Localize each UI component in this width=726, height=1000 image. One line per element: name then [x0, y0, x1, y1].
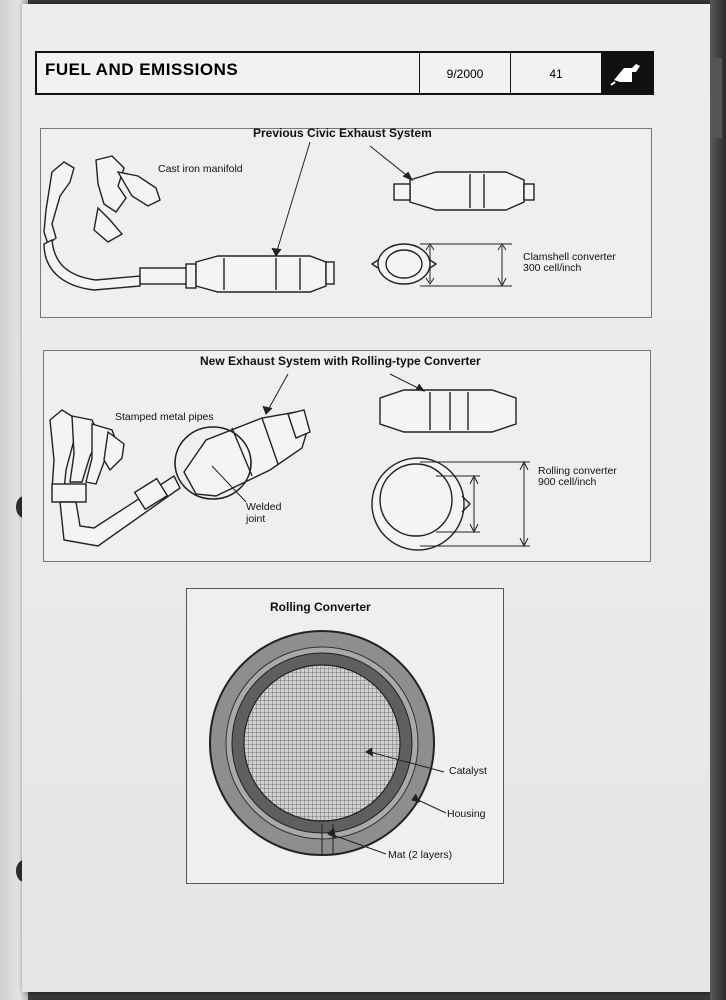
- rolling-label-line2: 900 cell/inch: [538, 476, 597, 488]
- new-exhaust-panel: [43, 350, 651, 562]
- section-title: FUEL AND EMISSIONS: [37, 53, 420, 93]
- rolling-label-line1: Rolling converter: [538, 465, 617, 477]
- welded-joint-label-line2: joint: [246, 513, 266, 525]
- page-header: FUEL AND EMISSIONS 9/2000 41: [35, 51, 654, 95]
- manifold-label: Cast iron manifold: [158, 163, 243, 175]
- panel-title: New Exhaust System with Rolling-type Con…: [200, 354, 481, 368]
- panel-title: Previous Civic Exhaust System: [253, 126, 432, 140]
- revision-date: 9/2000: [420, 53, 511, 93]
- clamshell-label-line1: Clamshell converter: [523, 251, 616, 263]
- panel-title: Rolling Converter: [270, 600, 371, 614]
- right-edge-shadow: [710, 0, 726, 1000]
- welded-joint-label-line1: Welded: [246, 501, 282, 513]
- housing-label: Housing: [447, 808, 486, 820]
- clamshell-label-line2: 300 cell/inch: [523, 262, 582, 274]
- stamped-pipes-label: Stamped metal pipes: [115, 411, 214, 423]
- previous-exhaust-panel: [40, 128, 652, 318]
- catalyst-label: Catalyst: [449, 765, 487, 777]
- mat-label: Mat (2 layers): [388, 849, 453, 861]
- fuel-nozzle-icon: [602, 53, 652, 93]
- page-number: 41: [511, 53, 602, 93]
